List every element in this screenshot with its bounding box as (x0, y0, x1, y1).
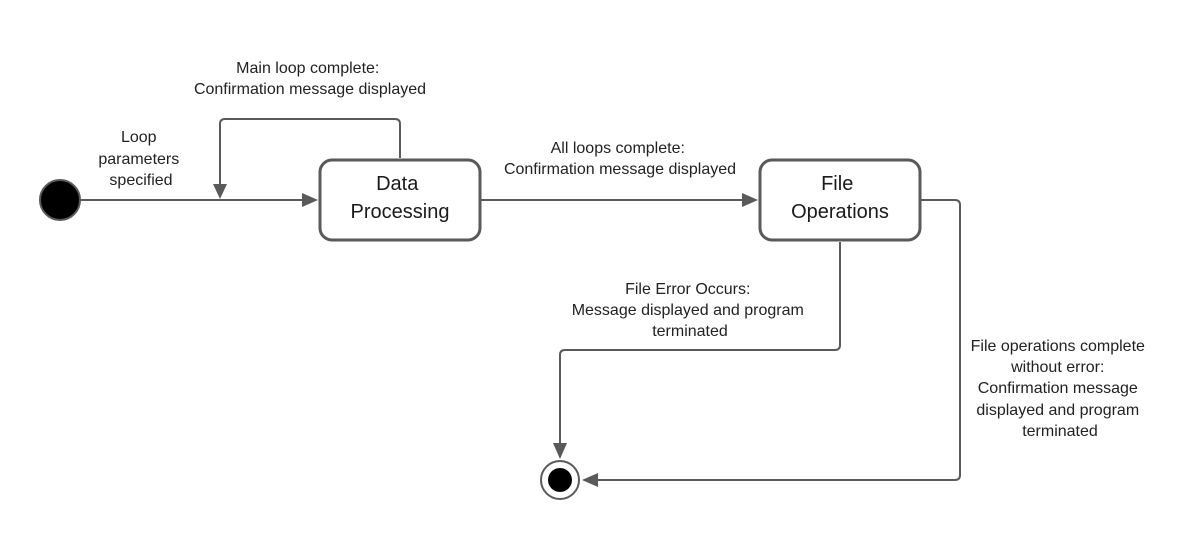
edge-file-error (559, 242, 841, 445)
label-file-ops-complete: File operations complete without error: … (971, 338, 1150, 440)
label-all-loops: All loops complete: Confirmation message… (504, 140, 736, 178)
arrowhead-main-loop (213, 184, 227, 199)
state-file-operations-label: File Operations (791, 173, 889, 223)
initial-state-node (39, 179, 81, 221)
state-file-operations: File Operations (758, 158, 922, 242)
final-state-inner-dot (548, 468, 572, 492)
label-main-loop: Main loop complete: Confirmation message… (194, 60, 426, 98)
arrowhead-file-ops-complete (582, 473, 598, 487)
arrowhead-file-error (553, 443, 567, 459)
state-data-processing: Data Processing (318, 158, 482, 242)
arrowhead-file-operations (742, 193, 758, 207)
final-state-node (540, 460, 580, 500)
state-data-processing-label: Data Processing (351, 173, 450, 223)
edge-file-ops-complete (598, 199, 961, 481)
edge-main-loop-self (219, 118, 401, 186)
label-loop-parameters: Loop parameters specified (98, 129, 183, 189)
label-file-error: File Error Occurs: Message displayed and… (572, 281, 809, 340)
arrowhead-data-processing (302, 193, 318, 207)
state-file-operations-box (758, 158, 922, 242)
state-data-processing-box (318, 158, 482, 242)
